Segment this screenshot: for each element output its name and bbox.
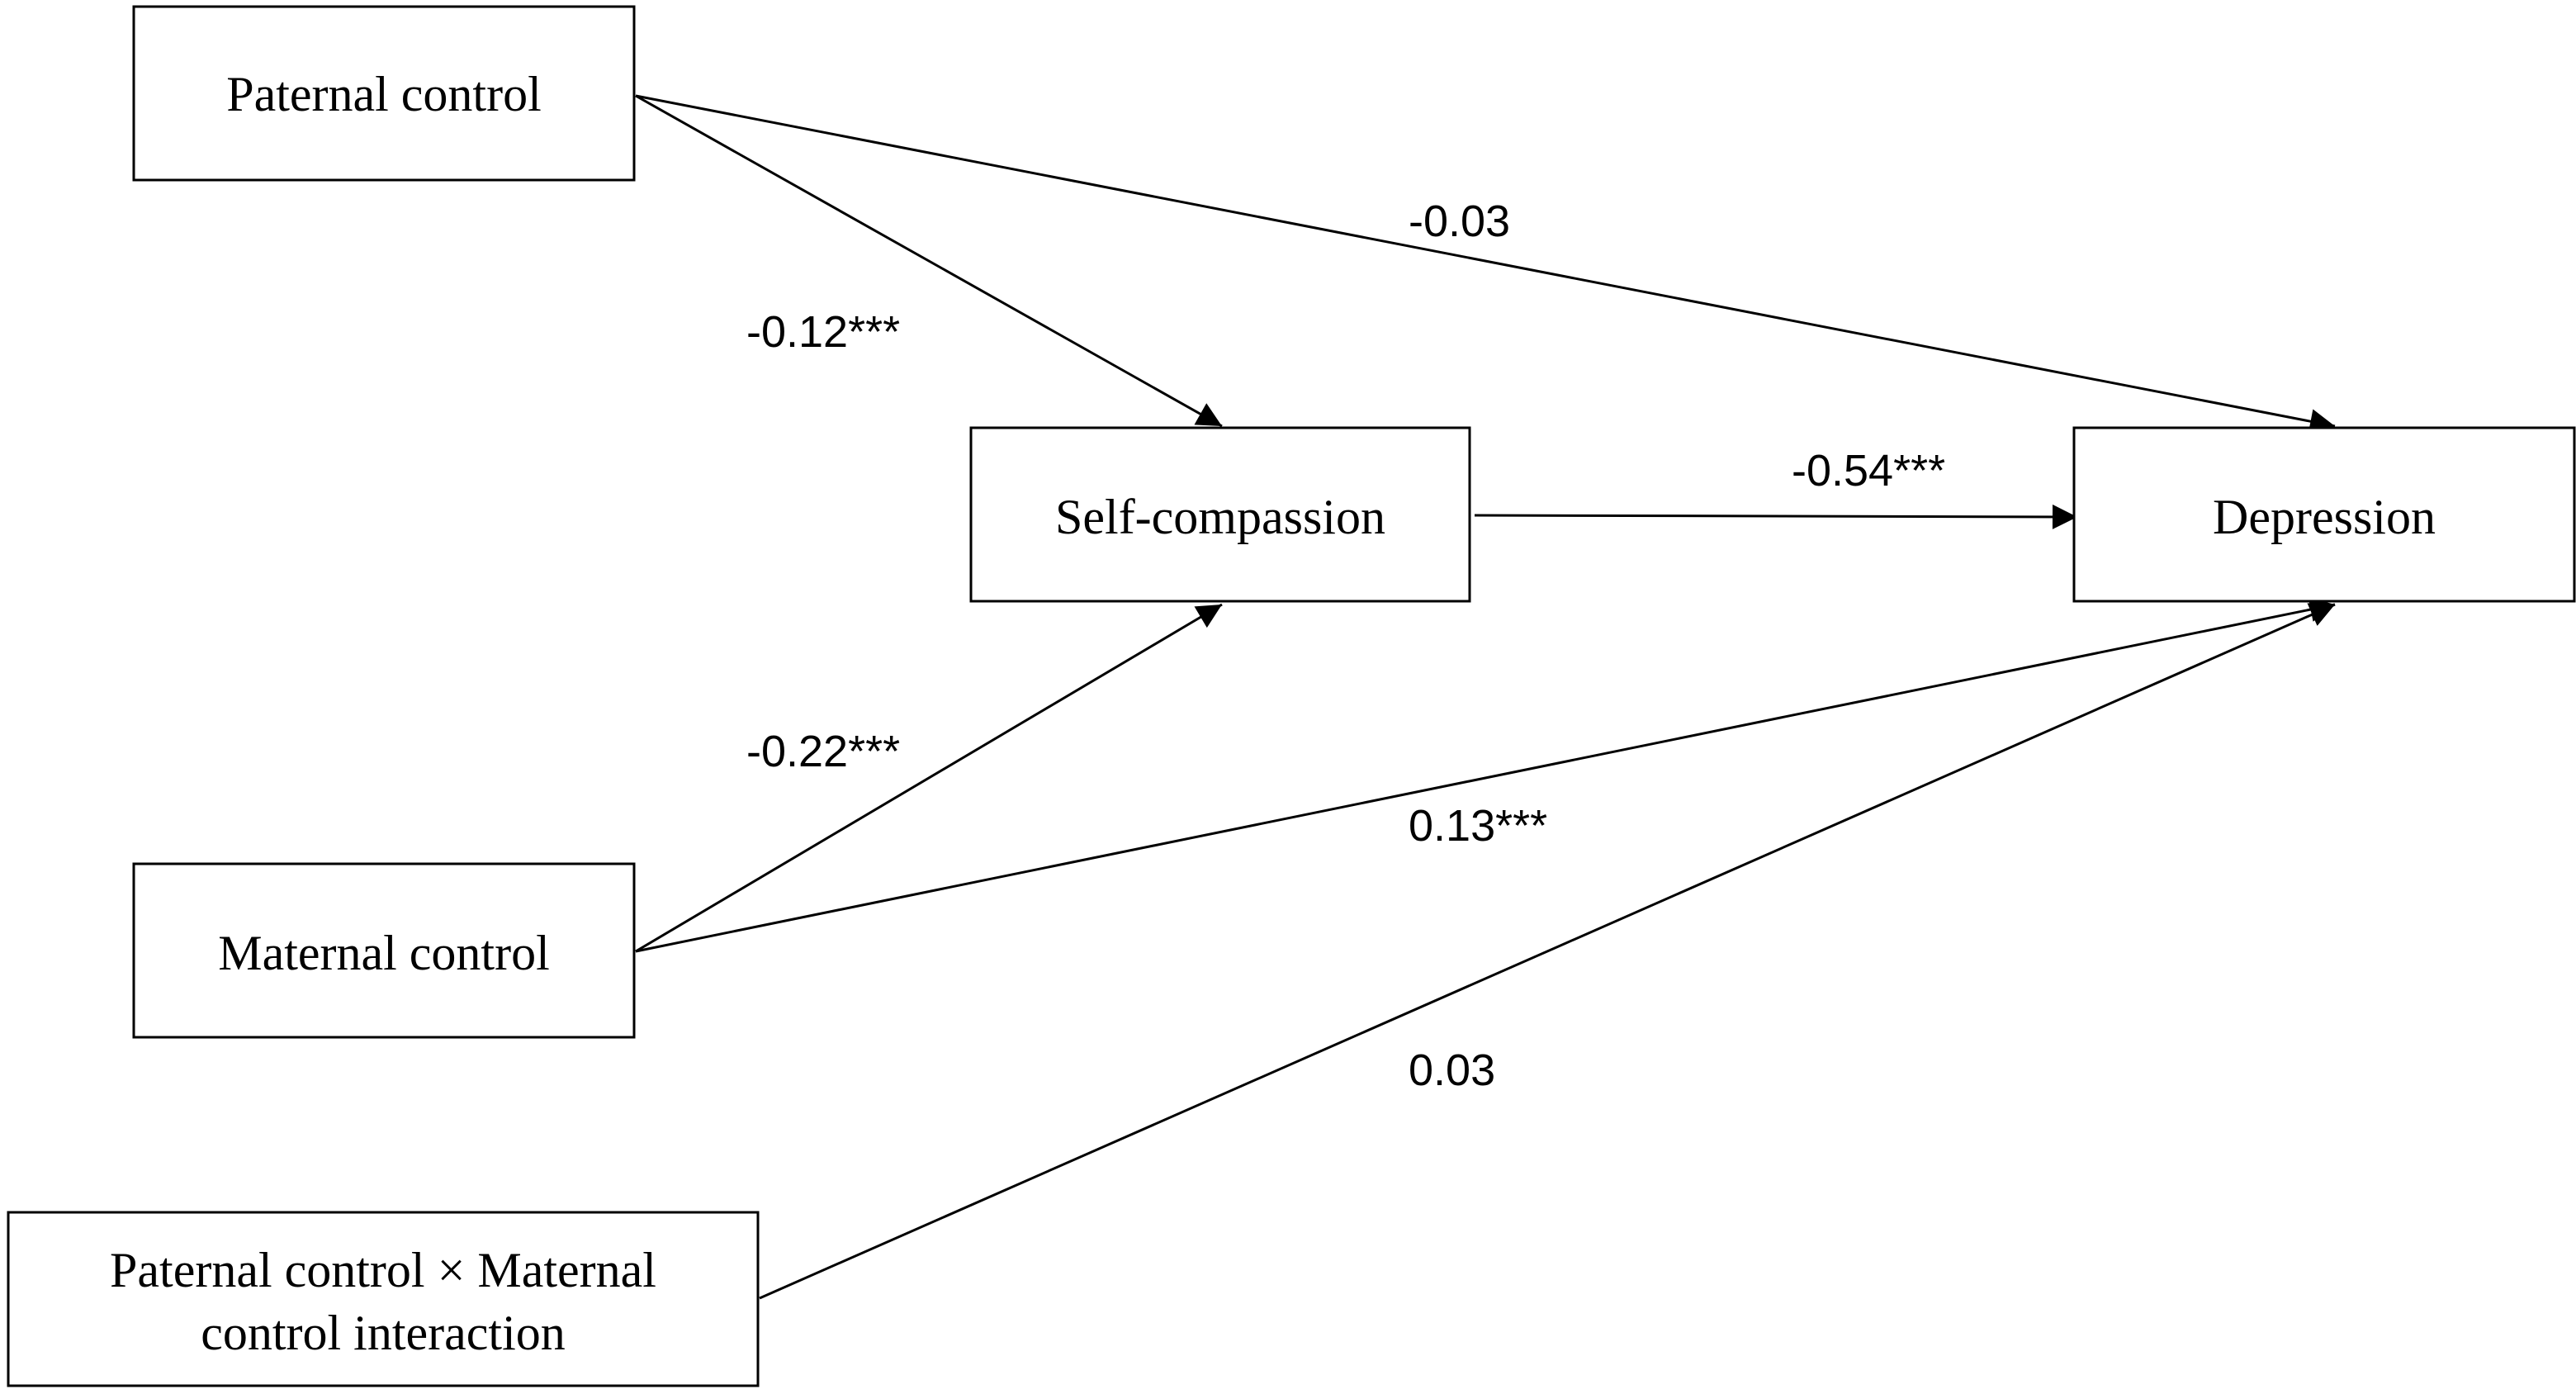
edge-interaction-to-depression: [759, 603, 2336, 1300]
node-self-compassion: Self-compassion: [969, 426, 1471, 603]
node-interaction-label-line1: Paternal control × Maternal: [110, 1243, 656, 1297]
coef-interaction-depression: 0.03: [1409, 1046, 1495, 1095]
node-depression-label: Depression: [2213, 490, 2436, 544]
node-paternal-control: Paternal control: [132, 5, 636, 182]
node-paternal-control-label: Paternal control: [226, 67, 542, 121]
edge-maternal-to-depression: [635, 597, 2336, 953]
node-maternal-control: Maternal control: [132, 862, 636, 1039]
coef-paternal-selfcompassion: -0.12***: [746, 307, 900, 357]
node-depression: Depression: [2072, 426, 2576, 603]
edge-maternal-to-selfcompassion: [635, 603, 1223, 953]
node-self-compassion-label: Self-compassion: [1055, 490, 1385, 544]
edge-paternal-to-selfcompassion: [635, 94, 1223, 428]
edge-paternal-to-depression: [635, 94, 2336, 434]
coef-maternal-selfcompassion: -0.22***: [746, 727, 900, 776]
node-interaction-label-line2: control interaction: [201, 1306, 566, 1360]
node-interaction: Paternal control × Maternal control inte…: [7, 1211, 760, 1387]
coef-selfcompassion-depression: -0.54***: [1792, 446, 1945, 495]
coef-maternal-depression: 0.13***: [1409, 801, 1547, 851]
edge-selfcompassion-to-depression: [1474, 504, 2078, 529]
node-maternal-control-label: Maternal control: [218, 926, 550, 980]
coef-paternal-depression: -0.03: [1409, 197, 1510, 246]
